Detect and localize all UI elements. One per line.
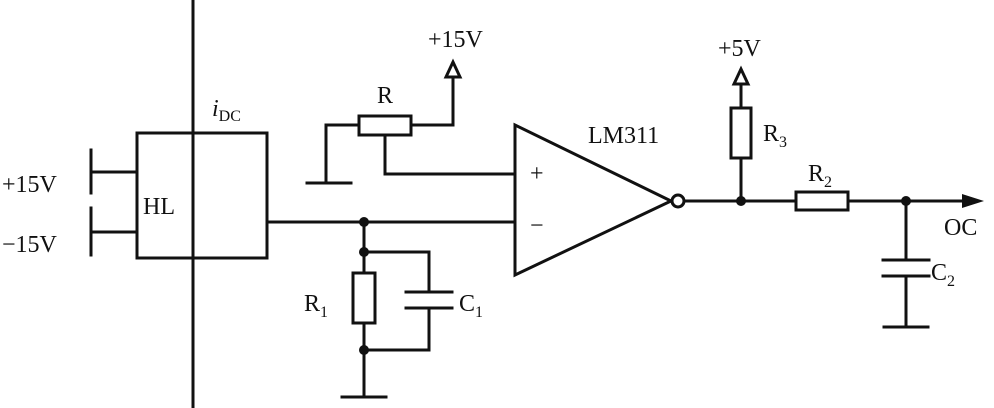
supply-arrow-plus5 [731,65,751,86]
r2-label-main: R [808,161,824,187]
output-arrow [962,194,984,208]
supply-label-plus5: +5V [718,36,762,62]
supply-arrow-plus15 [443,58,463,79]
r3-label: R3 [763,121,787,151]
noninverting-input-sign: + [530,161,544,187]
r3-label-sub: 3 [779,134,787,151]
r1-label: R1 [304,291,328,321]
comparator-lm311 [513,122,675,278]
output-inverter-bubble [670,193,686,209]
c1-label-main: C [459,291,475,317]
hall-sensor-hl [135,131,269,260]
supply-label-plus15-hl: +15V [2,172,58,198]
c1-label-sub: 1 [475,304,483,321]
potentiometer-r [357,114,413,137]
r2-label-sub: 2 [824,174,832,191]
output-label: OC [944,215,977,241]
c2-label-sub: 2 [947,273,955,290]
supply-label-plus15-pot: +15V [428,27,484,53]
comparator-label: LM311 [588,123,659,149]
r1-label-main: R [304,291,320,317]
inverting-input-sign: − [530,213,544,239]
current-label-sub: DC [219,108,241,125]
r1-label-sub: 1 [320,304,328,321]
supply-label-minus15-hl: −15V [2,232,58,258]
resistor-r2 [794,190,850,212]
current-label: iDC [212,96,241,125]
resistor-r3 [729,106,753,160]
c2-label-main: C [931,260,947,286]
c2-label: C2 [931,260,955,290]
c1-label: C1 [459,291,483,321]
r3-label-main: R [763,121,779,147]
resistor-r1 [351,271,377,325]
hall-sensor-label: HL [143,194,175,220]
r2-label: R2 [808,161,832,191]
potentiometer-label: R [377,83,393,109]
current-label-main: i [212,96,219,122]
